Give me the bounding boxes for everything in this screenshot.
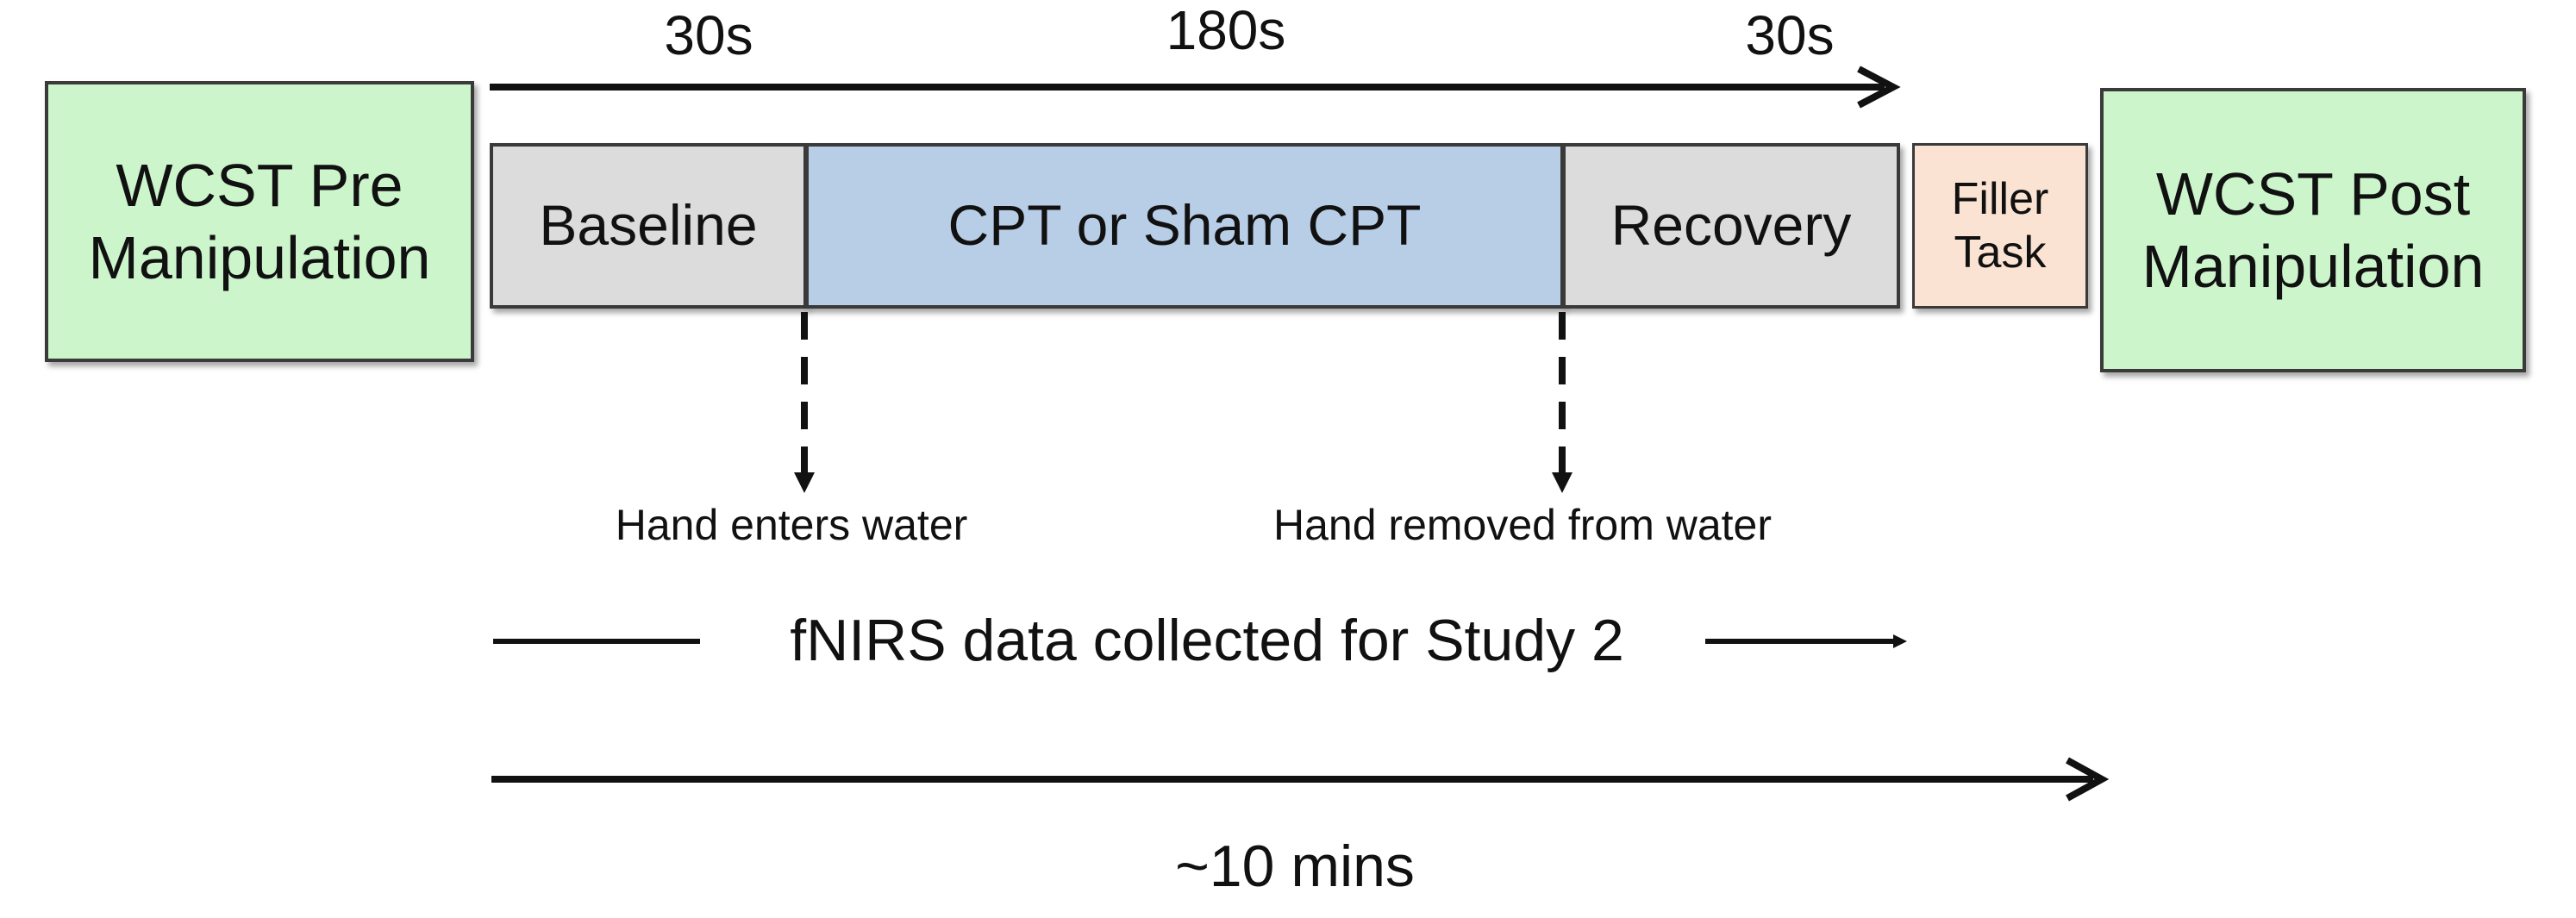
cpt-label: CPT or Sham CPT	[947, 193, 1422, 258]
hand-enters-arrow	[794, 312, 815, 493]
filler-task-label: Filler Task	[1951, 173, 2049, 278]
wcst-post-label: WCST Post Manipulation	[2141, 160, 2485, 300]
baseline-label: Baseline	[539, 193, 758, 258]
cpt-box: CPT or Sham CPT	[805, 143, 1564, 309]
wcst-post-box: WCST Post Manipulation	[2100, 88, 2526, 372]
recovery-label: Recovery	[1610, 193, 1852, 258]
total-duration-label: ~10 mins	[1175, 834, 1415, 899]
recovery-duration: 30s	[1745, 4, 1835, 66]
wcst-pre-label: WCST Pre Manipulation	[88, 152, 431, 291]
baseline-box: Baseline	[490, 143, 807, 309]
fnirs-label: fNIRS data collected for Study 2	[790, 608, 1624, 673]
baseline-duration: 30s	[664, 4, 753, 66]
fnirs-range-line	[493, 634, 1907, 648]
hand-removed-label: Hand removed from water	[1272, 501, 1773, 549]
hand-removed-arrow	[1552, 312, 1572, 493]
wcst-pre-box: WCST Pre Manipulation	[45, 81, 474, 362]
recovery-box: Recovery	[1562, 143, 1900, 309]
cpt-duration: 180s	[1166, 0, 1286, 61]
hand-enters-water-label: Hand enters water	[615, 501, 968, 549]
top-timeline-arrow	[490, 66, 1901, 109]
total-duration-arrow	[491, 757, 2110, 802]
filler-task-box: Filler Task	[1912, 143, 2088, 309]
